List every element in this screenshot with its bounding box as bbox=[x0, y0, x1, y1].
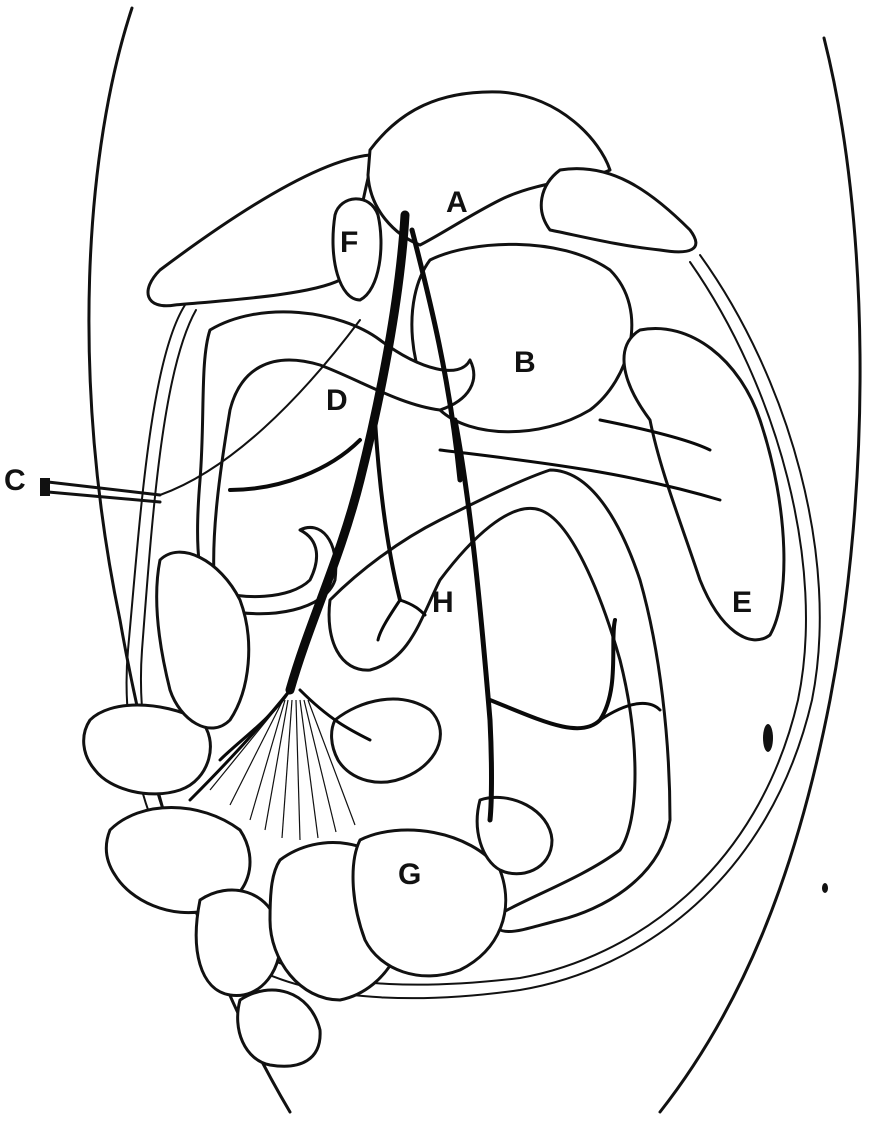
ink-speck-2 bbox=[822, 883, 828, 893]
intestine-coil-8 bbox=[332, 699, 441, 782]
liver-lobe-left bbox=[541, 169, 696, 252]
label-g: G bbox=[398, 858, 421, 891]
intestine-coil-9 bbox=[157, 552, 249, 728]
spleen bbox=[624, 328, 784, 639]
label-a: A bbox=[446, 186, 468, 219]
label-c: C bbox=[4, 464, 26, 497]
label-d: D bbox=[326, 384, 348, 417]
label-e: E bbox=[732, 586, 752, 619]
label-f: F bbox=[340, 226, 358, 259]
ink-speck bbox=[763, 724, 773, 752]
label-h: H bbox=[432, 586, 454, 619]
label-b: B bbox=[514, 346, 536, 379]
intestine-coil-3 bbox=[196, 890, 280, 996]
intestine-coil-4 bbox=[238, 990, 320, 1066]
